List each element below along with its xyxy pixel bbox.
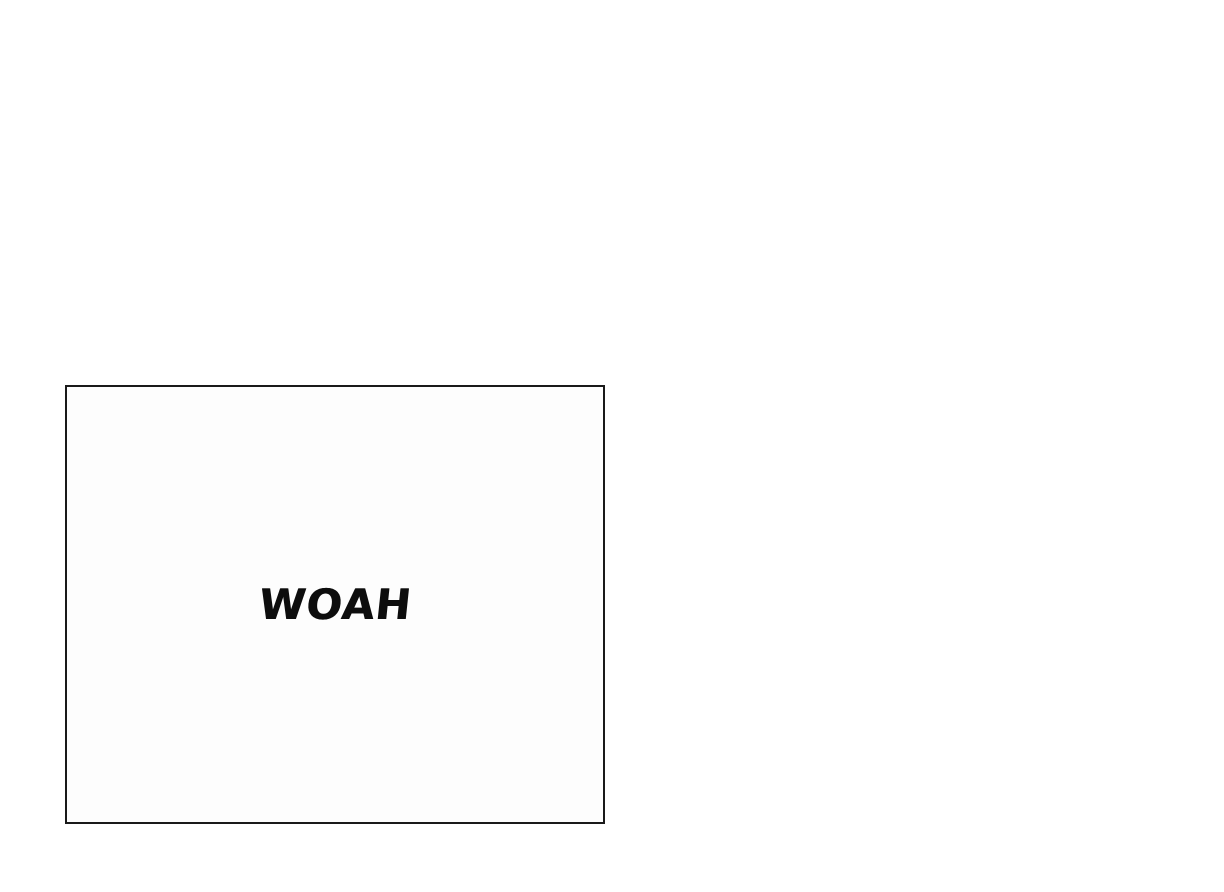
panel-caption: WOAH [256, 580, 414, 629]
comic-panel: WOAH [65, 385, 605, 824]
